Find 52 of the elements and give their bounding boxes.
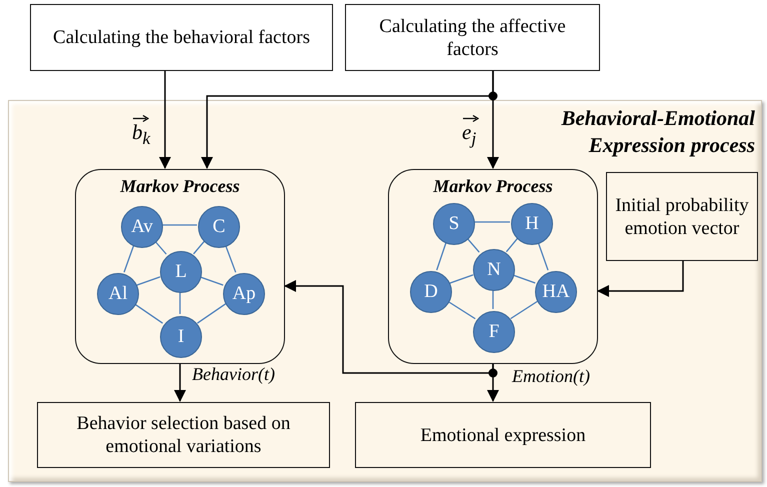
transition-line: [450, 274, 474, 284]
transition-line: [154, 240, 167, 255]
transition-line: [162, 224, 197, 226]
transition-line: [136, 276, 160, 286]
state-circle: Av: [121, 206, 163, 248]
transition-line: [492, 289, 494, 309]
arrow: [174, 363, 186, 402]
transition-line: [506, 238, 518, 252]
edge-label: e$_{j}$: [462, 112, 476, 150]
transition-line: [436, 242, 447, 270]
process-box: Emotional expression: [355, 402, 651, 468]
edge-label: Behavior(t): [192, 364, 275, 385]
state-circle: S: [433, 203, 475, 245]
state-circle: I: [160, 316, 202, 358]
transition-line: [474, 221, 510, 223]
transition-line: [510, 300, 538, 320]
transition-line: [537, 242, 549, 270]
transition-line: [224, 244, 236, 273]
transition-line: [179, 291, 181, 314]
process-box: Behavior selection based on emotional variations: [37, 402, 330, 468]
arrow: [201, 71, 494, 169]
state-circle: F: [473, 311, 515, 353]
process-box: Calculating the behavioral factors: [30, 4, 333, 71]
arrow: [597, 260, 684, 297]
panel-title: Behavioral-Emotional Expression process: [560, 105, 755, 159]
process-panel: [8, 100, 762, 482]
process-box: Calculating the affective factors: [345, 4, 600, 71]
markov-process-title: Markov Process: [433, 176, 553, 197]
transition-line: [512, 274, 536, 284]
state-circle: C: [198, 206, 240, 248]
transition-line: [466, 237, 480, 253]
transition-line: [196, 303, 226, 324]
transition-line: [123, 244, 135, 272]
transition-line: [447, 300, 476, 320]
edge-label: b$_{k}$: [132, 112, 150, 150]
state-circle: D: [410, 271, 452, 313]
markov-process-box: [388, 169, 598, 364]
edge-label: Emotion(t): [512, 366, 590, 387]
process-box: Initial probability emotion vector: [606, 172, 758, 261]
state-circle: N: [473, 249, 515, 291]
transition-line: [134, 303, 164, 324]
arrow: [284, 280, 494, 374]
state-circle: HA: [535, 271, 577, 313]
state-circle: Al: [97, 273, 139, 315]
state-circle: L: [160, 251, 202, 293]
state-circle: H: [511, 203, 553, 245]
markov-process-title: Markov Process: [120, 176, 240, 197]
state-circle: Ap: [223, 273, 265, 315]
arrow: [159, 71, 171, 169]
transition-line: [193, 240, 205, 254]
transition-line: [200, 276, 224, 286]
markov-process-box: [75, 169, 285, 364]
